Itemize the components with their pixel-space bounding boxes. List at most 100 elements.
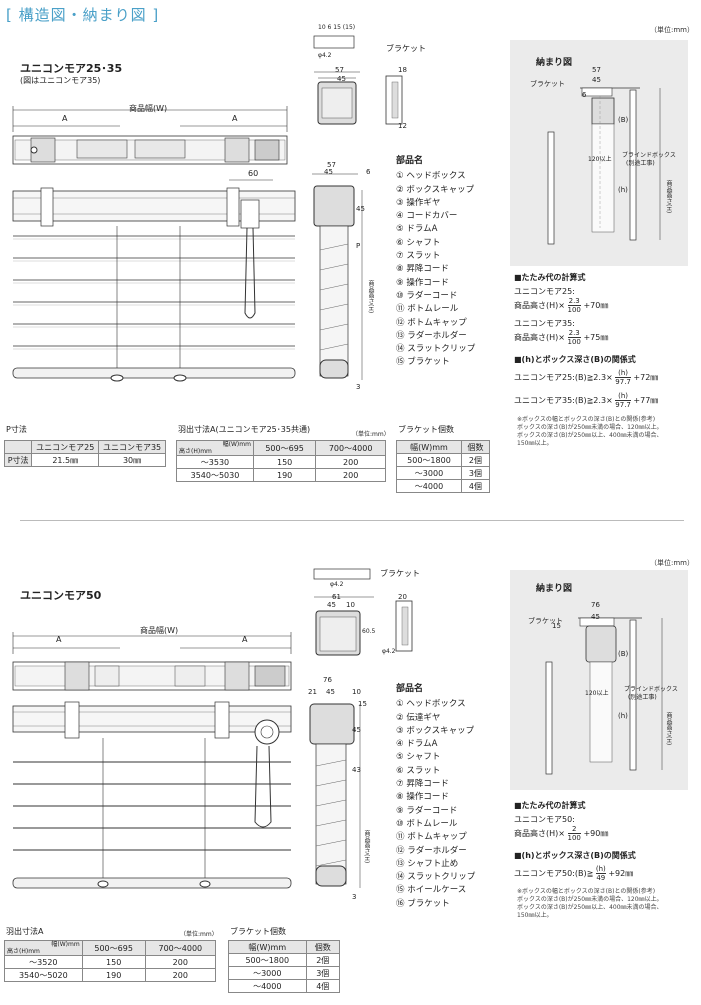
bottom-side-dim-10: 10 <box>352 688 361 696</box>
bottom-side-dim-21: 21 <box>308 688 317 696</box>
top-fit-120: 120以上 <box>588 156 612 163</box>
top-calc-row-25: 商品高さ(H)× 2.3 100 +70㎜ <box>514 297 609 314</box>
top-fit-dim-6: 6 <box>582 91 587 99</box>
bottom-side-dim-76: 76 <box>323 676 332 684</box>
bottom-fit-dim-15: 15 <box>552 622 561 630</box>
top-bracket-dim-57: 57 <box>335 66 344 74</box>
top-part-item: ② ボックスキャップ <box>396 184 475 195</box>
bottom-bracket-dim-20: 20 <box>398 593 407 601</box>
bottom-fit-bracket-label: ブラケット <box>528 617 563 625</box>
top-part-item: ① ヘッドボックス <box>396 171 466 182</box>
bottom-part-item: ④ ドラムA <box>396 739 438 750</box>
bottom-side-product-height: 商品高さ(H) <box>363 830 370 864</box>
top-part-item: ⑥ シャフト <box>396 237 441 248</box>
unit-label: （単位:mm） <box>650 26 694 34</box>
top-a-label-right: A <box>232 114 238 123</box>
top-subheading: (図はユニコンモア35) <box>20 76 101 85</box>
top-part-item: ⑭ スラットクリップ <box>396 344 476 355</box>
top-calc-row-35: 商品高さ(H)× 2.3 100 +75㎜ <box>514 329 609 346</box>
top-bracket-dim-12: 12 <box>398 122 407 130</box>
bottom-rel-title: ■(h)とボックス深さ(B)の関係式 <box>514 851 636 860</box>
bottom-fit-separate-work: (別途工事) <box>628 694 657 701</box>
top-bracket-drawing <box>313 35 403 125</box>
bottom-parts-title: 部品名 <box>396 684 424 694</box>
top-hole-dims: 10 6 15 (15) <box>318 24 356 31</box>
bottom-calc-title: ■たたみ代の計算式 <box>514 801 586 810</box>
bottom-blind-drawing <box>12 632 292 889</box>
top-part-item: ④ コードカバー <box>396 211 458 222</box>
bottom-phi-label: φ4.2 <box>330 581 344 588</box>
bottom-part-item: ⑦ 昇降コード <box>396 779 449 790</box>
p-table-title: P寸法 <box>6 425 27 434</box>
bottom-fit-dim-b: (B) <box>618 650 629 658</box>
top-fit-blind-box: ブラインドボックス <box>622 152 676 159</box>
top-part-item: ③ 操作ギヤ <box>396 197 441 208</box>
bottom-bracket-table-title: ブラケット個数 <box>230 927 286 936</box>
top-calc-model-35: ユニコンモア35: <box>514 319 575 328</box>
top-part-item: ⑫ ボトムキャップ <box>396 317 467 328</box>
top-fit-dim-h: (h) <box>618 186 628 194</box>
bottom-bracket-dim-61: 61 <box>332 593 341 601</box>
bottom-fit-120: 120以上 <box>585 690 609 697</box>
bottom-side-dim-45b: 45 <box>352 726 361 734</box>
top-fit-product-height: 商品高さ(H) <box>665 180 672 214</box>
bottom-calc-row-50: 商品高さ(H)× 2 100 +90㎜ <box>514 825 609 842</box>
bottom-unit-label: （単位:mm） <box>650 559 694 567</box>
bottom-parts-list: 部品名 ① ヘッドボックス ② 伝達ギヤ ③ ボックスキャップ ④ ドラムA ⑤… <box>396 683 475 911</box>
bottom-side-dim-3: 3 <box>352 893 357 901</box>
bottom-part-item: ⑬ シャフト止め <box>396 858 459 869</box>
bottom-fit-product-height: 商品高さ(H) <box>665 712 672 746</box>
top-calc-model-25: ユニコンモア25: <box>514 287 575 296</box>
bottom-side-dim-43: 43 <box>352 766 361 774</box>
top-side-dim-p: P <box>356 242 361 250</box>
top-fit-separate-work: (別途工事) <box>626 160 655 167</box>
top-side-section <box>312 173 363 380</box>
bracket-table-top: 幅(W)mm 個数 500～1800 2個 ～3000 3個 ～4000 4個 <box>396 440 491 493</box>
bottom-calc-block: ■たたみ代の計算式 ユニコンモア50: 商品高さ(H)× 2 100 +90㎜ … <box>514 800 636 882</box>
bottom-fit-blind-box: ブラインドボックス <box>624 686 678 693</box>
top-side-dim-57: 57 <box>327 161 336 169</box>
a-table-title: 羽出寸法A(ユニコンモア25･35共通) <box>178 425 311 434</box>
top-phi-label: φ4.2 <box>318 52 332 59</box>
top-part-item: ⑧ 昇降コード <box>396 264 449 275</box>
top-rel-row-25: ユニコンモア25:(B)≧2.3× (h) 97.7 +72㎜ <box>514 369 659 386</box>
top-fit-dim-57: 57 <box>592 66 601 74</box>
bracket-table-title: ブラケット個数 <box>398 425 454 434</box>
bottom-part-item: ⑭ スラットクリップ <box>396 872 476 883</box>
top-side-dim-3: 3 <box>356 383 361 391</box>
bottom-heading: ユニコンモア50 <box>20 589 102 602</box>
bottom-part-item: ⑥ スラット <box>396 765 441 776</box>
top-blind-drawing <box>12 106 296 382</box>
top-bracket-dim-45: 45 <box>337 75 346 83</box>
bottom-part-item: ② 伝達ギヤ <box>396 712 441 723</box>
top-notes: ※ボックスの幅とボックスの深さ(B)との関係(参考) ボックスの深さ(B)が25… <box>517 416 663 447</box>
bottom-part-item: ⑫ ラダーホルダー <box>396 845 467 856</box>
top-side-dim-45: 45 <box>324 168 333 176</box>
bottom-fit-dim-76: 76 <box>591 601 600 609</box>
a-table-bottom: 幅(W)mm 高さ(H)mm 500～695 700～4000 ～3520 15… <box>4 940 217 982</box>
bottom-part-item: ① ヘッドボックス <box>396 699 466 710</box>
top-bracket-dim-18: 18 <box>398 66 407 74</box>
p-table: ユニコンモア25 ユニコンモア35 P寸法 21.5㎜ 30㎜ <box>3 440 166 467</box>
bottom-bracket-dim-45: 45 <box>327 601 336 609</box>
top-product-width-label: 商品幅(W) <box>129 104 168 113</box>
top-parts-list: 部品名 ① ヘッドボックス ② ボックスキャップ ③ 操作ギヤ ④ コードカバー… <box>396 155 475 370</box>
top-fit-dim-45: 45 <box>592 76 601 84</box>
bracket-table-bottom: 幅(W)mm 個数 500～1800 2個 ～3000 3個 ～4000 4個 <box>228 940 341 993</box>
bottom-a-table-title: 羽出寸法A <box>6 927 44 936</box>
bottom-bracket-phi-b: φ4.2 <box>382 648 396 655</box>
top-part-item: ⑬ ラダーホルダー <box>396 330 467 341</box>
bottom-side-section <box>309 703 361 888</box>
bottom-fit-dim-h: (h) <box>618 712 628 720</box>
top-bracket-label: ブラケット <box>386 44 426 53</box>
section-divider <box>20 520 684 521</box>
bottom-notes: ※ボックスの幅とボックスの深さ(B)との関係(参考) ボックスの深さ(B)が25… <box>517 888 663 919</box>
bottom-side-dim-15: 15 <box>358 700 367 708</box>
bottom-rel-row-50: ユニコンモア50:(B)≧ (h) 49 +92㎜ <box>514 865 634 882</box>
top-side-product-height: 商品高さ(H) <box>367 280 374 314</box>
top-part-item: ⑮ ブラケット <box>396 357 450 368</box>
a-table-top: 幅(W)mm 高さ(H)mm 500～695 700～4000 ～3530 15… <box>176 440 386 482</box>
top-part-item: ⑨ 操作コード <box>396 277 449 288</box>
top-calc-title: ■たたみ代の計算式 <box>514 273 586 282</box>
top-part-item: ⑦ スラット <box>396 251 441 262</box>
